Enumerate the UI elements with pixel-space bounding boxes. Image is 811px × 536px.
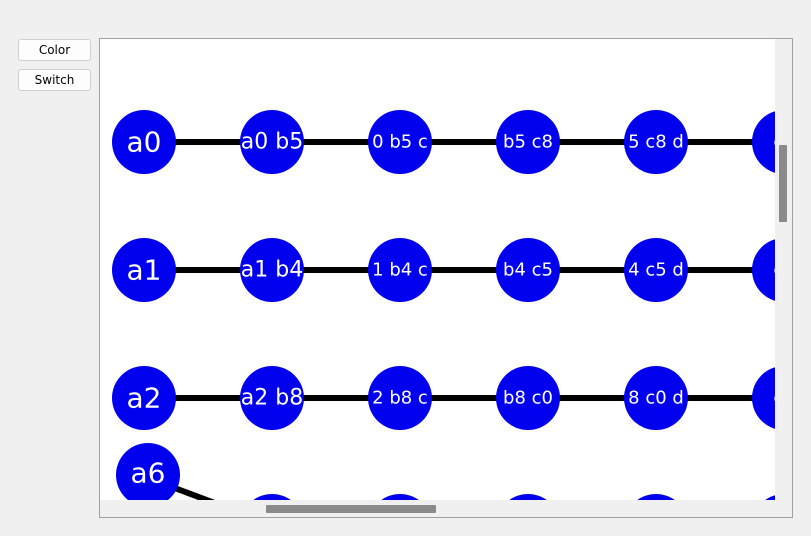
graph-node — [240, 110, 304, 174]
horizontal-scrollbar[interactable] — [100, 500, 777, 517]
graph-node — [368, 110, 432, 174]
graph-node-label: a2 — [127, 382, 162, 415]
graph-node — [368, 238, 432, 302]
graph-node-label: a2 b8 — [241, 386, 303, 411]
graph-node — [112, 238, 176, 302]
graph-node — [112, 110, 176, 174]
graph-node — [752, 110, 777, 174]
graph-node — [624, 366, 688, 430]
graph-node — [368, 366, 432, 430]
graph-node-label: 0 b5 c — [372, 132, 428, 153]
graph-node — [496, 238, 560, 302]
graph-node — [624, 110, 688, 174]
scroll-corner — [775, 500, 792, 517]
horizontal-scrollbar-thumb[interactable] — [266, 505, 436, 513]
graph-node — [240, 238, 304, 302]
switch-button[interactable]: Switch — [18, 69, 91, 91]
vertical-scrollbar-thumb[interactable] — [779, 145, 787, 222]
graph-node-label: a0 — [127, 126, 162, 159]
graph-node — [496, 110, 560, 174]
graph-node — [752, 366, 777, 430]
graph-node — [116, 443, 180, 502]
graph-node-label: b5 c8 — [503, 132, 553, 153]
graph-node — [496, 366, 560, 430]
graph-node-label: 4 c5 d — [628, 260, 684, 281]
graph-node-label: a1 — [127, 254, 162, 287]
graph-node — [752, 238, 777, 302]
graph-node-label: 8 c0 d — [628, 388, 684, 409]
graph-node-label: a0 b5 — [241, 130, 303, 155]
graph-node-label: b8 c0 — [503, 388, 553, 409]
graph-node-label: 2 b8 c — [372, 388, 428, 409]
color-button[interactable]: Color — [18, 39, 91, 61]
graph-node-label: b4 c5 — [503, 260, 553, 281]
vertical-scrollbar[interactable] — [775, 39, 792, 501]
graph-node — [240, 366, 304, 430]
graph-node-label: a1 b4 — [241, 258, 303, 283]
graph-node — [624, 238, 688, 302]
graph-node-label: 5 c8 d — [628, 132, 684, 153]
graph-node-label: a6 — [131, 457, 166, 490]
graph-node — [112, 366, 176, 430]
graph-node-label: 1 b4 c — [372, 260, 428, 281]
